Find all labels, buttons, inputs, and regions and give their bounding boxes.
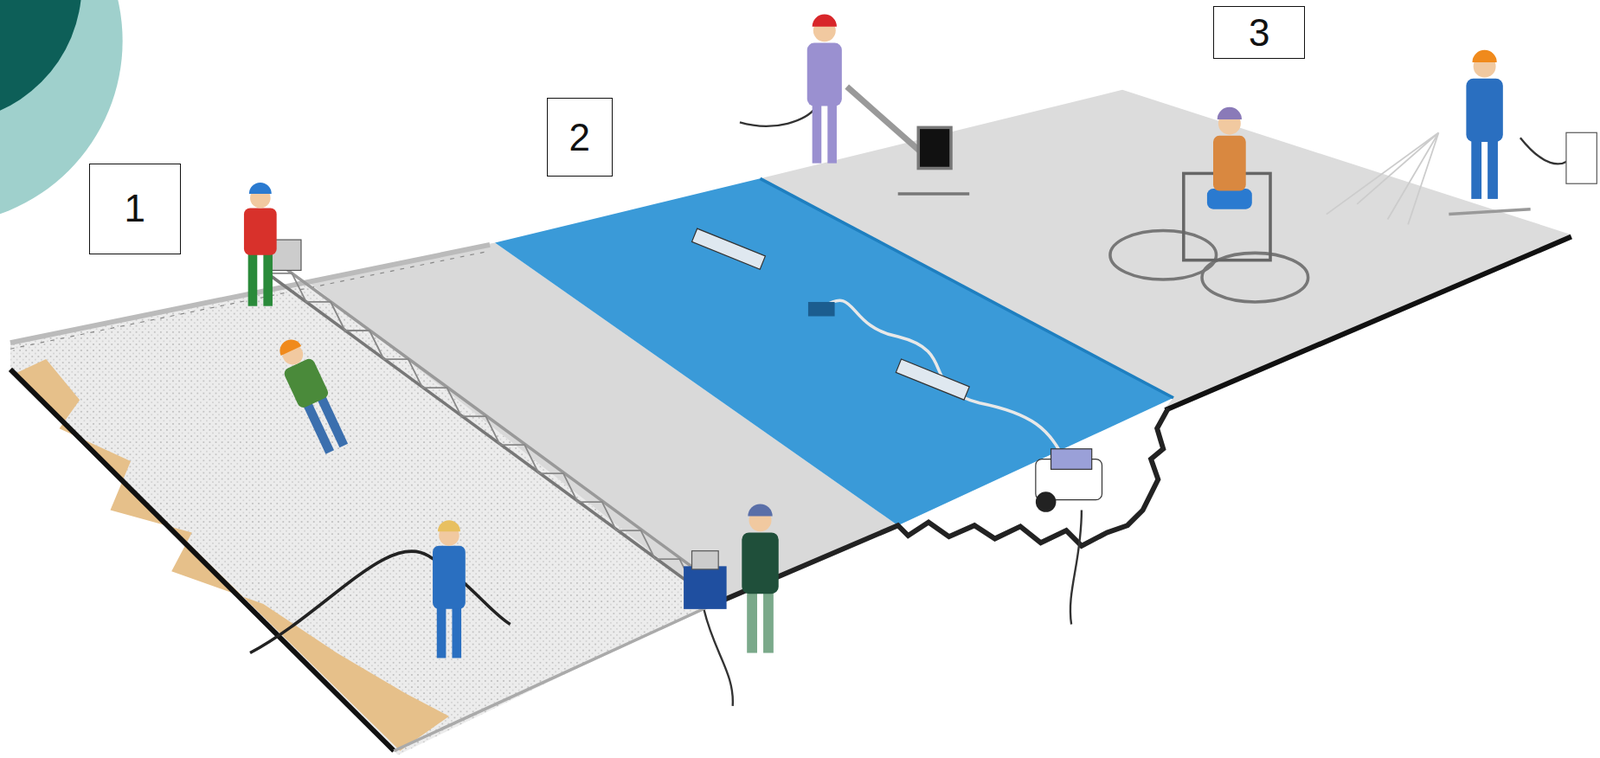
worker-overalls <box>1465 78 1503 142</box>
worker-hair <box>437 520 461 532</box>
worker-legs <box>746 591 758 654</box>
worker-legs <box>436 604 447 658</box>
water-spray <box>1326 132 1440 225</box>
worker <box>807 14 842 164</box>
power-cable <box>704 610 733 707</box>
worker <box>432 520 466 658</box>
worker-legs <box>317 395 349 448</box>
slab-edge <box>1165 237 1572 411</box>
pump-motor <box>1051 449 1093 470</box>
spray-wand <box>1448 209 1530 215</box>
worker-legs <box>763 591 774 654</box>
power-cable <box>739 107 817 127</box>
worker-shirt <box>1213 135 1247 192</box>
worker <box>244 182 277 307</box>
worker-overalls <box>432 546 466 610</box>
worker-helmet <box>1471 50 1497 63</box>
ragged-edge <box>713 408 1169 605</box>
worker-cap <box>747 503 772 516</box>
callout-number: 3 <box>1248 13 1270 52</box>
worker-legs <box>248 252 258 306</box>
power-cable <box>1070 510 1082 625</box>
suction-pad <box>808 302 836 317</box>
worker <box>741 503 778 653</box>
slab-edge <box>393 604 714 752</box>
vibrator-hose <box>250 551 511 654</box>
sprayer-tank <box>1566 132 1597 184</box>
truss-web <box>267 273 694 588</box>
truss-chord <box>267 273 705 594</box>
worker-legs <box>1487 137 1498 200</box>
sub-base <box>15 359 450 752</box>
form-rail <box>10 244 490 343</box>
callout-box: 1 <box>89 163 181 255</box>
worker-cap <box>1217 107 1242 120</box>
ride-on-trowel <box>1110 173 1309 303</box>
trowel-disc <box>1110 230 1217 280</box>
float-blade <box>898 192 971 196</box>
worker-legs <box>451 604 462 658</box>
vacuum-pump <box>1035 449 1103 513</box>
mat-edge <box>760 178 1174 398</box>
pump-wheel <box>1035 491 1057 513</box>
suction-hose <box>824 300 1067 464</box>
worker <box>1465 50 1503 200</box>
worker-shirt <box>282 356 330 410</box>
worker-helmet <box>812 14 837 27</box>
callout-box: 3 <box>1213 6 1305 59</box>
worker-legs <box>263 252 273 306</box>
callout-number: 2 <box>569 118 591 157</box>
worker-shirt <box>244 208 277 256</box>
worker-helmet <box>276 335 302 356</box>
suction-pad <box>692 228 766 270</box>
float-head <box>918 127 952 168</box>
worker-legs <box>812 102 823 164</box>
worker-overalls <box>807 43 842 107</box>
worker-legs <box>1471 137 1482 200</box>
screed-engine <box>683 565 727 610</box>
screed-engine <box>692 551 720 570</box>
slab-edge <box>10 369 394 752</box>
worker-jacket <box>741 532 778 594</box>
worker-legs <box>827 102 837 164</box>
truss-chord <box>283 267 721 588</box>
corner-circle-dark <box>0 0 82 123</box>
callout-number: 1 <box>123 189 145 228</box>
form-rail <box>10 250 490 349</box>
truss-screed <box>267 239 727 610</box>
worker <box>271 334 352 457</box>
worker-legs <box>1207 188 1253 210</box>
worker <box>1207 107 1253 210</box>
worker-helmet <box>249 182 272 194</box>
callout-box: 2 <box>546 97 612 177</box>
suction-pad <box>895 359 970 400</box>
finished-concrete <box>760 89 1572 409</box>
